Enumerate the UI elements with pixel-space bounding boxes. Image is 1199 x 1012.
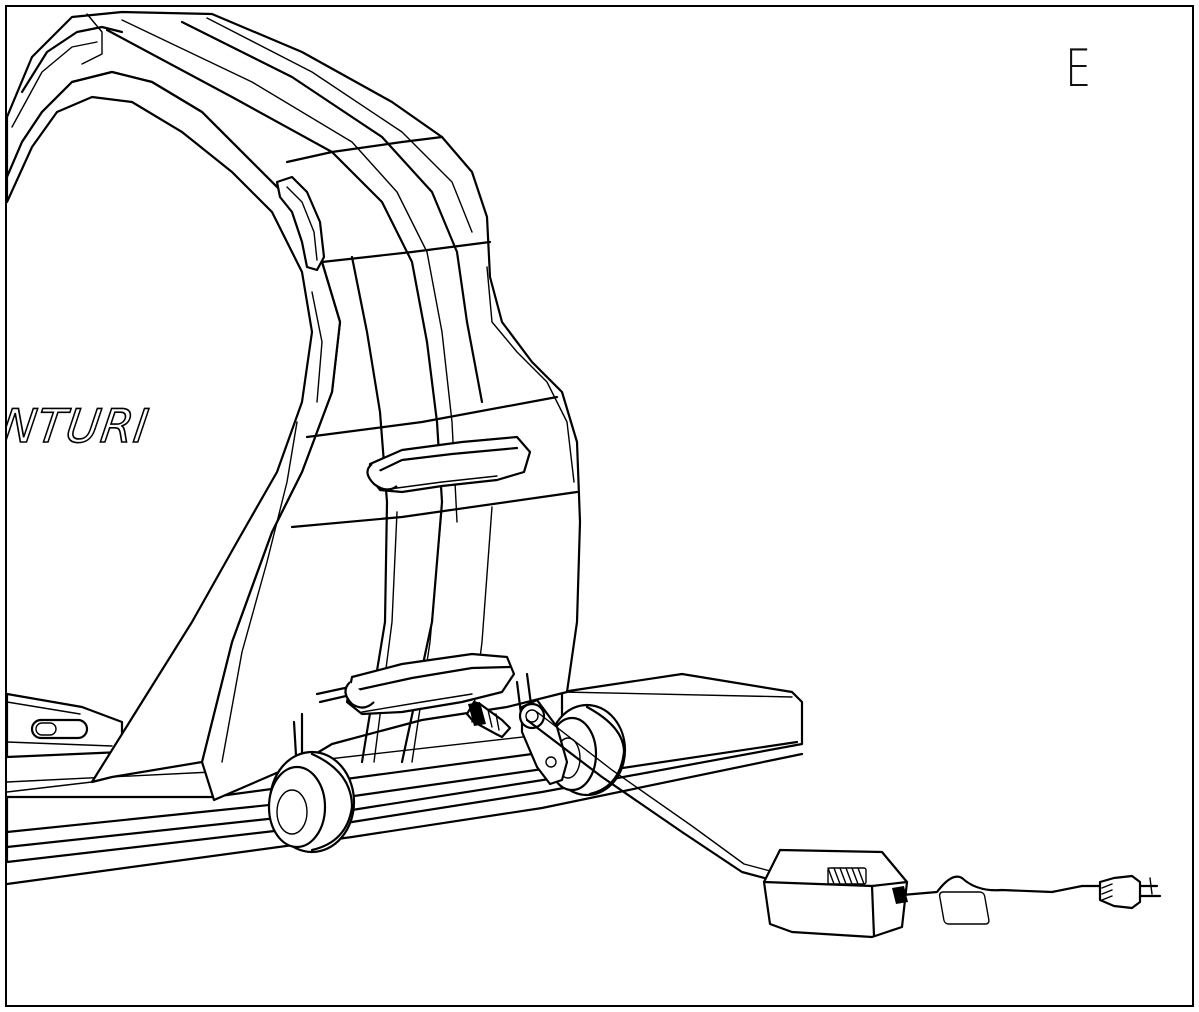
power-cable bbox=[525, 711, 1104, 897]
power-adapter bbox=[762, 848, 990, 939]
front-wheel bbox=[267, 750, 356, 854]
power-socket-connector bbox=[465, 698, 569, 786]
base-plate-left bbox=[7, 692, 124, 759]
step-label: E bbox=[1065, 39, 1092, 99]
mains-plug bbox=[1098, 874, 1162, 910]
upper-handle bbox=[366, 435, 532, 494]
diagram-frame: E bbox=[5, 5, 1194, 1007]
lower-handle bbox=[315, 652, 516, 716]
brand-logo: TUNTURI bbox=[7, 399, 153, 453]
assembly-drawing: TUNTURI bbox=[7, 10, 1162, 939]
